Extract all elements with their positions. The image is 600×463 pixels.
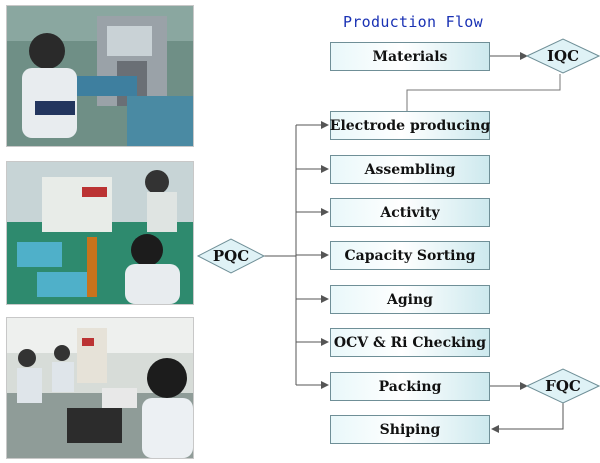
pqc-diamond	[196, 238, 266, 274]
step-ocv-ri-checking: OCV & Ri Checking	[330, 328, 490, 357]
factory-photo-bottom	[6, 317, 194, 459]
diagram-title: Production Flow	[343, 13, 483, 31]
step-assembling: Assembling	[330, 155, 490, 184]
step-packing: Packing	[330, 372, 490, 401]
step-aging: Aging	[330, 285, 490, 314]
factory-photo-middle	[6, 161, 194, 305]
step-materials: Materials	[330, 42, 490, 71]
pqc-label: PQC	[212, 247, 250, 265]
step-activity: Activity	[330, 198, 490, 227]
iqc-label: IQC	[546, 47, 580, 65]
fqc-label: FQC	[545, 377, 581, 395]
step-electrode-producing: Electrode producing	[330, 111, 490, 140]
step-shiping: Shiping	[330, 415, 490, 444]
step-capacity-sorting: Capacity Sorting	[330, 241, 490, 270]
factory-photo-top	[6, 5, 194, 147]
fqc-diamond	[525, 368, 600, 404]
iqc-diamond	[525, 38, 600, 74]
